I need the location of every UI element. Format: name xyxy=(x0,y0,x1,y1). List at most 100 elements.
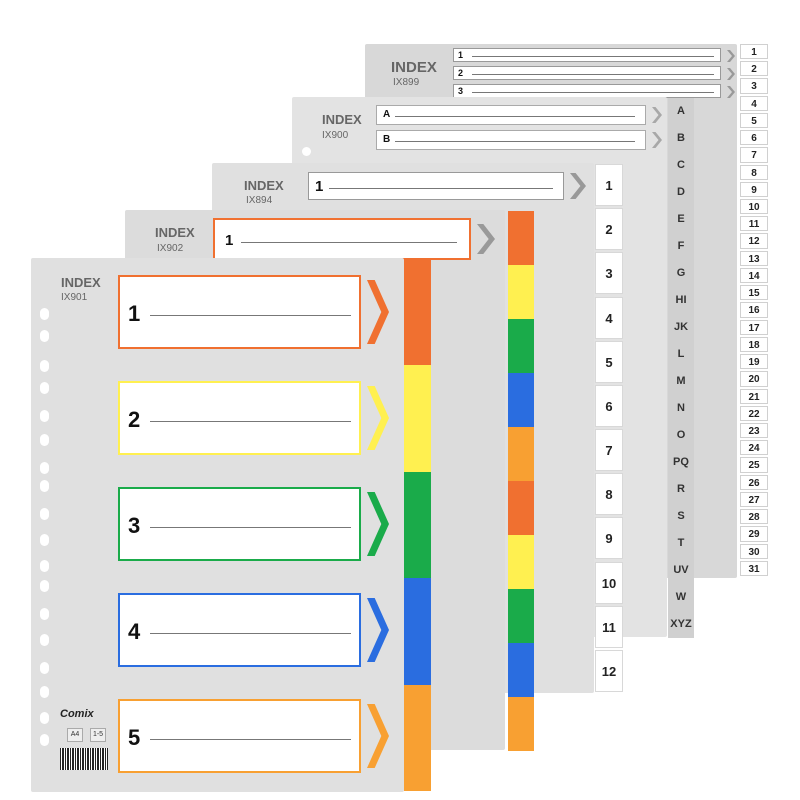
index-tab[interactable]: 1 xyxy=(740,44,768,60)
index-tab[interactable] xyxy=(508,589,534,643)
index-tab[interactable]: 10 xyxy=(740,199,768,215)
index-tab[interactable]: 9 xyxy=(740,181,768,198)
label-field[interactable]: 3 xyxy=(453,84,721,98)
index-tab[interactable]: 7 xyxy=(595,429,623,472)
index-tab[interactable]: 27 xyxy=(740,491,768,508)
index-tab[interactable]: 14 xyxy=(740,267,768,284)
tab-label-row[interactable]: 1 xyxy=(308,172,586,200)
index-tab[interactable]: 11 xyxy=(595,605,623,648)
index-tab[interactable]: N xyxy=(668,395,694,422)
index-tab[interactable]: M xyxy=(668,368,694,395)
index-tab[interactable]: 4 xyxy=(595,296,623,339)
index-tab[interactable] xyxy=(508,427,534,481)
tab-label-row[interactable]: 5 xyxy=(118,699,389,773)
index-tab[interactable] xyxy=(508,697,534,751)
label-field[interactable]: 2 xyxy=(118,381,361,455)
label-field[interactable]: 5 xyxy=(118,699,361,773)
tab-label-row[interactable]: 3 xyxy=(453,84,735,98)
label-field[interactable]: 1 xyxy=(308,172,564,200)
index-tab[interactable]: UV xyxy=(668,557,694,584)
index-tab[interactable]: 23 xyxy=(740,422,768,439)
tab-label-row[interactable]: 2 xyxy=(118,381,389,455)
index-tab[interactable] xyxy=(404,578,431,685)
label-field[interactable]: 2 xyxy=(453,66,721,80)
index-tab[interactable]: 16 xyxy=(740,302,768,318)
index-tab[interactable]: C xyxy=(668,152,694,179)
label-field[interactable]: 1 xyxy=(118,275,361,349)
tab-label-row[interactable]: 4 xyxy=(118,593,389,667)
index-tab[interactable]: 9 xyxy=(595,517,623,560)
index-tab[interactable]: PQ xyxy=(668,449,694,476)
index-tab[interactable]: 20 xyxy=(740,371,768,387)
label-field[interactable]: 1 xyxy=(453,48,721,62)
index-tab[interactable]: 3 xyxy=(740,78,768,94)
index-tab[interactable]: 8 xyxy=(740,164,768,180)
index-tab[interactable]: XYZ xyxy=(668,611,694,638)
index-tab[interactable]: 17 xyxy=(740,319,768,335)
index-tab[interactable]: T xyxy=(668,530,694,557)
index-tab[interactable]: R xyxy=(668,476,694,503)
index-tab[interactable]: 12 xyxy=(740,233,768,249)
index-tab[interactable]: 18 xyxy=(740,336,768,353)
tab-label-row[interactable]: 3 xyxy=(118,487,389,561)
index-tab[interactable]: 13 xyxy=(740,250,768,266)
index-tab[interactable] xyxy=(508,373,534,427)
index-tab[interactable] xyxy=(508,643,534,697)
index-tab[interactable]: 15 xyxy=(740,285,768,301)
index-tab[interactable]: 12 xyxy=(595,649,623,692)
index-tab[interactable] xyxy=(404,684,431,791)
index-tab[interactable]: W xyxy=(668,584,694,611)
index-tab[interactable] xyxy=(508,211,534,265)
index-tab[interactable]: 5 xyxy=(595,340,623,383)
index-tab[interactable]: F xyxy=(668,233,694,260)
index-tab[interactable]: 26 xyxy=(740,474,768,490)
label-field[interactable]: 3 xyxy=(118,487,361,561)
index-tab[interactable]: 6 xyxy=(740,130,768,146)
tab-label-row[interactable]: 1 xyxy=(453,48,735,62)
index-tab[interactable]: 11 xyxy=(740,216,768,232)
index-tab[interactable]: 30 xyxy=(740,543,768,559)
tab-label-row[interactable]: 1 xyxy=(213,218,495,260)
index-tab[interactable] xyxy=(404,259,431,366)
index-tab[interactable] xyxy=(508,319,534,373)
index-tab[interactable]: L xyxy=(668,341,694,368)
index-tab[interactable]: A xyxy=(668,98,694,125)
index-tab[interactable]: 1 xyxy=(595,164,623,207)
label-field[interactable]: B xyxy=(376,130,646,150)
tab-label-row[interactable]: 1 xyxy=(118,275,389,349)
index-tab[interactable]: 3 xyxy=(595,252,623,295)
index-tab[interactable]: 5 xyxy=(740,112,768,129)
index-tab[interactable]: 29 xyxy=(740,526,768,542)
tab-label-row[interactable]: 2 xyxy=(453,66,735,80)
index-tab[interactable]: 8 xyxy=(595,473,623,516)
index-tab[interactable]: 7 xyxy=(740,147,768,163)
index-tab[interactable]: G xyxy=(668,260,694,287)
index-tab[interactable]: 25 xyxy=(740,457,768,473)
index-tab[interactable] xyxy=(508,535,534,589)
index-tab[interactable]: D xyxy=(668,179,694,206)
tab-label-row[interactable]: B xyxy=(376,130,662,150)
index-tab[interactable] xyxy=(404,365,431,472)
index-tab[interactable]: 6 xyxy=(595,384,623,427)
index-tab[interactable]: B xyxy=(668,125,694,152)
index-tab[interactable]: S xyxy=(668,503,694,530)
index-tab[interactable] xyxy=(508,481,534,535)
index-tab[interactable]: E xyxy=(668,206,694,233)
index-tab[interactable]: O xyxy=(668,422,694,449)
index-tab[interactable] xyxy=(404,471,431,579)
index-tab[interactable]: 24 xyxy=(740,440,768,456)
index-tab[interactable]: 10 xyxy=(595,561,623,604)
index-tab[interactable] xyxy=(508,265,534,319)
index-tab[interactable]: 4 xyxy=(740,95,768,111)
index-tab[interactable]: 22 xyxy=(740,405,768,421)
index-tab[interactable]: HI xyxy=(668,287,694,314)
label-field[interactable]: 4 xyxy=(118,593,361,667)
index-tab[interactable]: 19 xyxy=(740,354,768,370)
index-tab[interactable]: 21 xyxy=(740,388,768,404)
index-tab[interactable]: 2 xyxy=(740,61,768,77)
index-tab[interactable]: 28 xyxy=(740,509,768,525)
tab-label-row[interactable]: A xyxy=(376,105,662,125)
index-tab[interactable]: JK xyxy=(668,314,694,341)
label-field[interactable]: 1 xyxy=(213,218,471,260)
index-tab[interactable]: 31 xyxy=(740,560,768,576)
